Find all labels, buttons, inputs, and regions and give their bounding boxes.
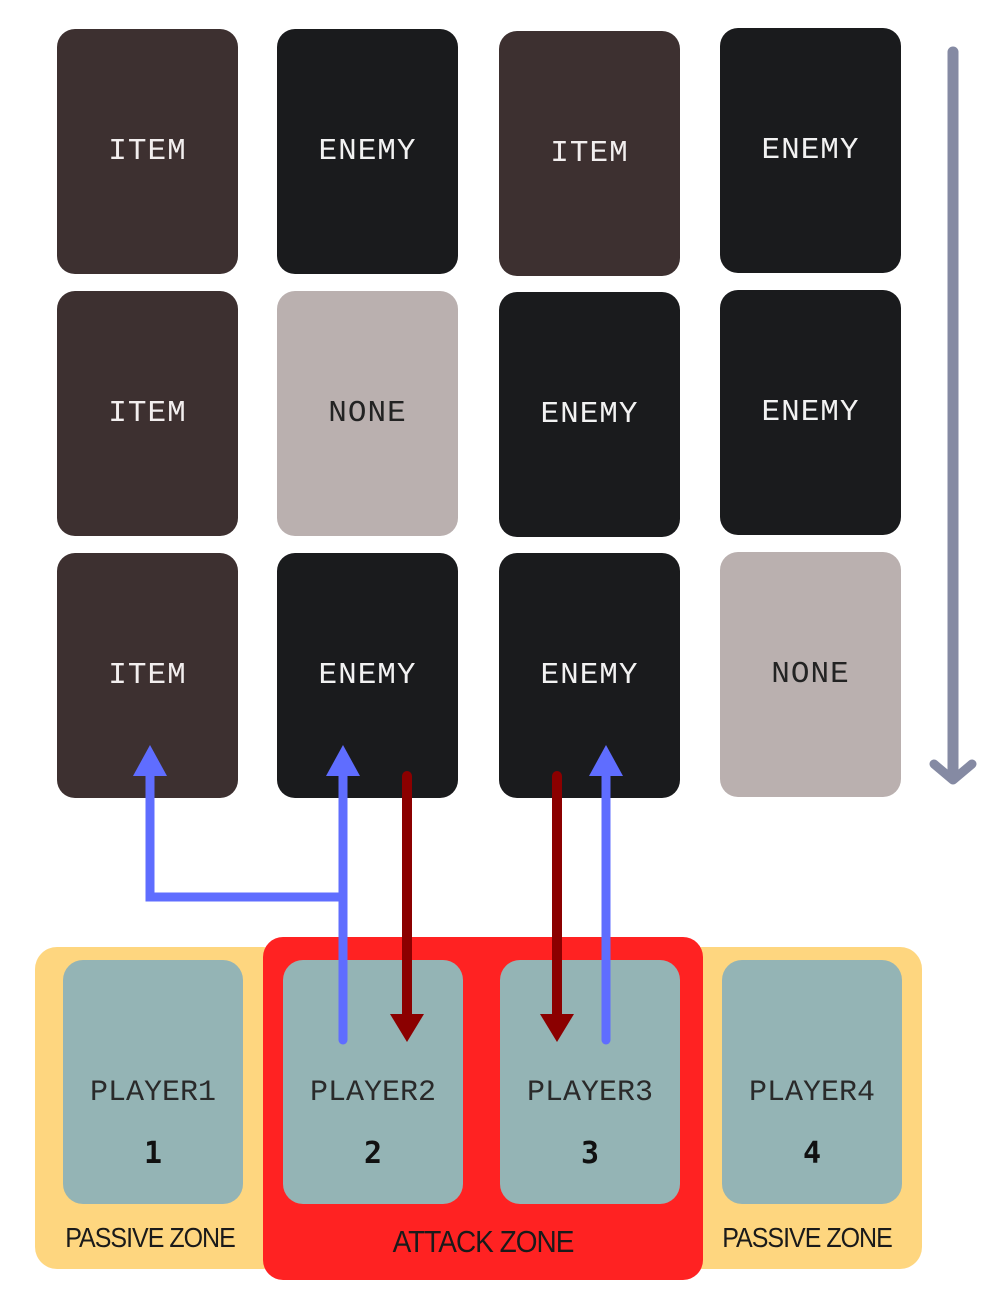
card-label: ITEM bbox=[550, 136, 629, 171]
card-label: NONE bbox=[771, 657, 850, 692]
player-name: PLAYER3 bbox=[526, 1076, 654, 1110]
card-r3-c2[interactable]: ENEMY bbox=[277, 553, 458, 798]
scroll-down-arrow-icon bbox=[929, 46, 977, 785]
card-r3-c1[interactable]: ITEM bbox=[57, 553, 238, 798]
player-slot-2[interactable]: PLAYER2 2 bbox=[283, 960, 463, 1204]
player-name: PLAYER4 bbox=[748, 1076, 876, 1110]
card-label: ENEMY bbox=[761, 133, 860, 168]
player-name: PLAYER1 bbox=[89, 1076, 217, 1110]
card-r3-c3[interactable]: ENEMY bbox=[499, 553, 680, 798]
card-label: ITEM bbox=[108, 396, 187, 431]
card-r1-c4[interactable]: ENEMY bbox=[720, 28, 901, 273]
attack-zone-label: ATTACK ZONE bbox=[392, 1224, 575, 1259]
card-label: ENEMY bbox=[540, 397, 639, 432]
card-r1-c1[interactable]: ITEM bbox=[57, 29, 238, 274]
card-label: ENEMY bbox=[761, 395, 860, 430]
player-number: 4 bbox=[802, 1136, 822, 1171]
player-number: 2 bbox=[363, 1136, 383, 1171]
card-r3-c4[interactable]: NONE bbox=[720, 552, 901, 797]
card-label: ENEMY bbox=[318, 658, 417, 693]
passive-zone-right-label: PASSIVE ZONE bbox=[722, 1222, 893, 1254]
player-slot-4[interactable]: PLAYER4 4 bbox=[722, 960, 902, 1204]
card-label: ITEM bbox=[108, 134, 187, 169]
player-slot-3[interactable]: PLAYER3 3 bbox=[500, 960, 680, 1204]
card-r2-c4[interactable]: ENEMY bbox=[720, 290, 901, 535]
card-label: ITEM bbox=[108, 658, 187, 693]
passive-zone-left-label: PASSIVE ZONE bbox=[65, 1222, 236, 1254]
player-slot-1[interactable]: PLAYER1 1 bbox=[63, 960, 243, 1204]
player-number: 1 bbox=[143, 1136, 163, 1171]
card-label: ENEMY bbox=[540, 658, 639, 693]
card-label: NONE bbox=[328, 396, 407, 431]
card-r2-c3[interactable]: ENEMY bbox=[499, 292, 680, 537]
player-name: PLAYER2 bbox=[309, 1076, 437, 1110]
card-r1-c3[interactable]: ITEM bbox=[499, 31, 680, 276]
card-label: ENEMY bbox=[318, 134, 417, 169]
card-r2-c1[interactable]: ITEM bbox=[57, 291, 238, 536]
card-r1-c2[interactable]: ENEMY bbox=[277, 29, 458, 274]
player-number: 3 bbox=[580, 1136, 600, 1171]
card-r2-c2[interactable]: NONE bbox=[277, 291, 458, 536]
